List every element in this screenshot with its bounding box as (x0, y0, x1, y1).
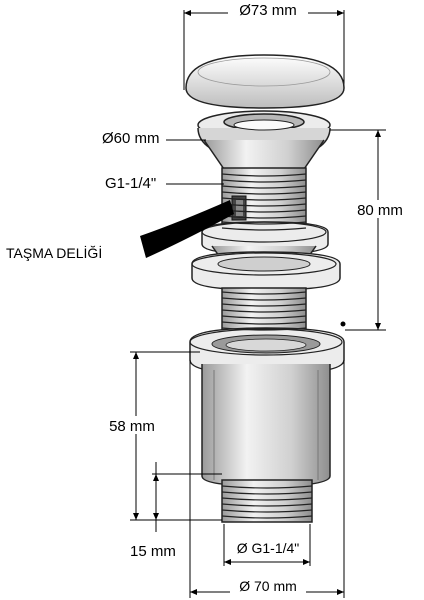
thread-line (221, 197, 307, 201)
thread-line (221, 491, 313, 495)
thread-line (221, 497, 313, 501)
upper-height-dimension: 80 mm (330, 129, 408, 331)
thread-line (221, 227, 307, 231)
overflow-hole-label: TAŞMA DELİĞİ (6, 244, 102, 261)
thread-line (221, 321, 307, 325)
thread-line (221, 515, 313, 519)
overflow-hole (231, 195, 247, 221)
washer-nut (191, 251, 341, 291)
overflow-callout: TAŞMA DELİĞİ (6, 200, 234, 261)
drain-cap (185, 54, 345, 109)
lower-collar (189, 327, 345, 375)
thread-line (221, 303, 307, 307)
bottom-threaded-tail (221, 479, 313, 523)
bottom-thread-dimension: Ø G1-1/4" (223, 524, 311, 566)
thread-line (221, 297, 307, 301)
thread-line (221, 327, 307, 331)
thread-line (221, 221, 307, 225)
thread-line (221, 291, 307, 295)
flange-diameter-label: Ø60 mm (102, 130, 160, 147)
thread-line (221, 185, 307, 189)
thread-line (221, 309, 307, 313)
thread-line (221, 485, 313, 489)
thread-line (221, 191, 307, 195)
lower-height-label: 58 mm (109, 418, 155, 435)
cap-diameter-label: Ø73 mm (239, 2, 297, 19)
upper-height-label: 80 mm (357, 202, 403, 219)
thread-length-dimension: 15 mm (130, 462, 222, 560)
bottom-diameter-label: Ø 70 mm (239, 578, 297, 594)
lower-body (201, 364, 331, 487)
thread-line (221, 179, 307, 183)
thread-line (221, 509, 313, 513)
thread-line (221, 173, 307, 177)
thread-lines (221, 173, 313, 519)
thread-length-label: 15 mm (130, 543, 176, 560)
thread-line (221, 215, 307, 219)
bottom-diameter-dimension: Ø 70 mm (189, 360, 345, 598)
flange-diameter-callout: Ø60 mm (102, 130, 206, 147)
bottom-thread-label: Ø G1-1/4" (237, 540, 300, 556)
top-flange (197, 110, 331, 173)
thread-line (221, 315, 307, 319)
thread-line (221, 503, 313, 507)
thread-spec-label: G1-1/4" (105, 175, 156, 192)
marker-dot (340, 321, 346, 327)
cap-diameter-dimension: Ø73 mm (183, 2, 345, 90)
thread-spec-callout: G1-1/4" (105, 175, 224, 192)
lower-height-dimension: 58 mm (100, 351, 222, 521)
